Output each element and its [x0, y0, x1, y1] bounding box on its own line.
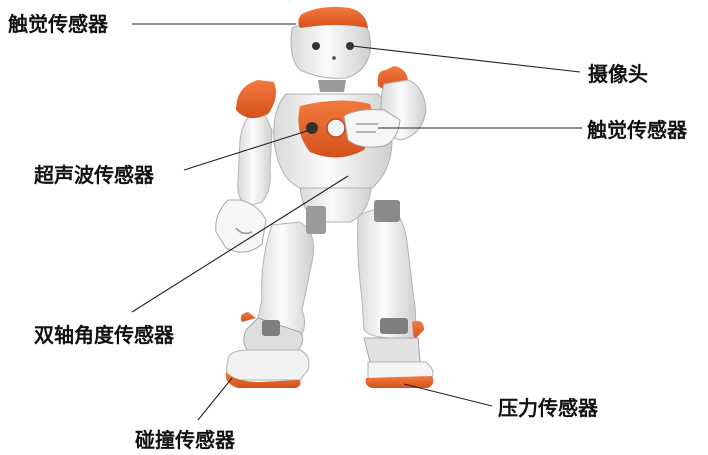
- left-leg: [225, 221, 314, 388]
- head-top-plate: [298, 6, 368, 28]
- camera-lens: [346, 42, 354, 50]
- sonar-sensor: [306, 122, 318, 134]
- eye: [312, 42, 320, 50]
- leader-line-ultrasonic: [183, 129, 311, 171]
- right-leg: [357, 200, 434, 388]
- knee-joint: [262, 320, 280, 336]
- right-arm: [343, 66, 427, 148]
- label-pressure-sensor: 压力传感器: [498, 396, 598, 420]
- label-head-touch-sensor: 触觉传感器: [8, 12, 108, 36]
- leader-line-gyro: [131, 175, 349, 313]
- knee-joint: [380, 318, 408, 334]
- leader-line-camera: [351, 45, 581, 73]
- left-arm: [215, 80, 276, 253]
- left-shoulder: [236, 80, 276, 119]
- label-camera: 摄像头: [588, 62, 648, 86]
- right-bumper: [365, 376, 434, 388]
- label-collision-sensor: 碰撞传感器: [135, 428, 235, 452]
- leader-line-collision: [197, 377, 233, 421]
- label-hand-touch-sensor: 触觉传感器: [587, 118, 687, 142]
- neck: [318, 80, 346, 92]
- head: [290, 6, 371, 92]
- leader-lines: [131, 23, 582, 421]
- left-bumper: [225, 372, 301, 388]
- left-foot: [226, 349, 310, 381]
- chest-button: [326, 118, 346, 138]
- leader-line-pressure: [403, 383, 493, 407]
- right-hand: [343, 109, 401, 148]
- label-dual-axis-angle-sensor: 双轴角度传感器: [34, 323, 174, 347]
- label-ultrasonic-sensor: 超声波传感器: [34, 163, 154, 187]
